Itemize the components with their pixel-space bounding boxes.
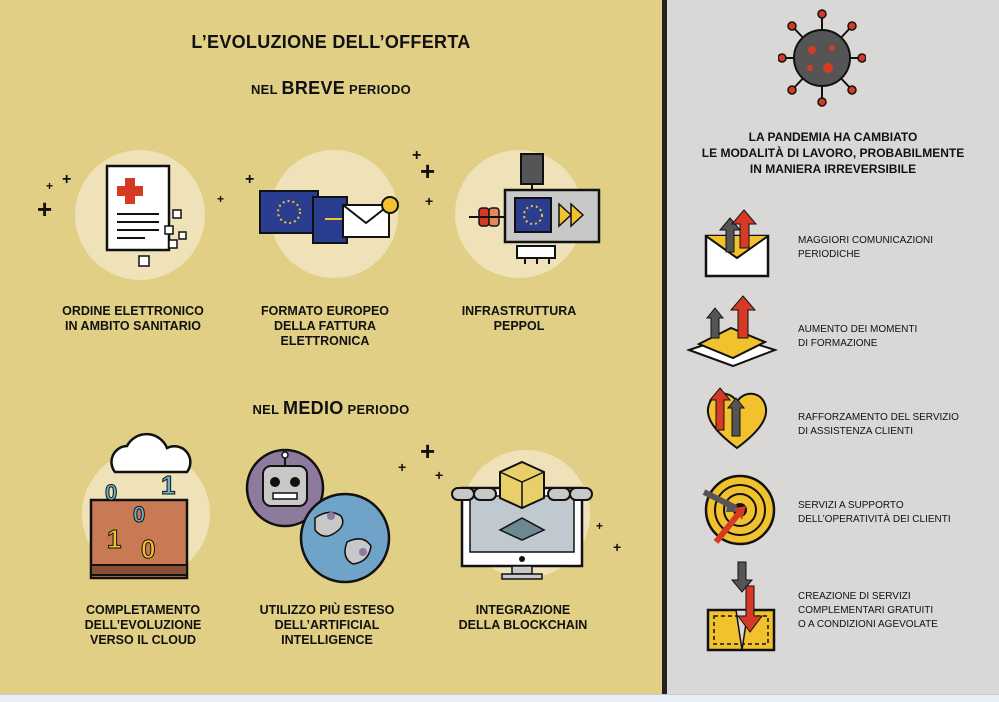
coupon-arrow-icon [706, 561, 776, 652]
book-arrows-icon [685, 295, 779, 368]
ai-robot-globe-icon [245, 448, 391, 584]
item-caption: ORDINE ELETTRONICO IN AMBITO SANITARIO [62, 304, 204, 333]
plus-icon: + [245, 171, 255, 188]
plus-icon: + [46, 179, 54, 193]
left-panel [0, 0, 662, 701]
right-item-label: AUMENTO DEI MOMENTI DI FORMAZIONE [798, 324, 918, 349]
envelope-arrows-icon [704, 209, 770, 278]
right-item-label: SERVIZI A SUPPORTO DELL’OPERATIVITÀ DEI … [798, 500, 951, 525]
svg-text:0: 0 [105, 480, 117, 505]
eu-invoice-icon [259, 190, 399, 244]
plus-icon: + [425, 193, 434, 209]
item-caption: INFRASTRUTTURA PEPPOL [461, 304, 577, 333]
virus-icon [778, 9, 866, 107]
right-item-label: RAFFORZAMENTO DEL SERVIZIO DI ASSISTENZA… [798, 412, 959, 437]
item-caption: FORMATO EUROPEO DELLA FATTURA ELETTRONIC… [260, 304, 389, 348]
plus-icon: + [217, 192, 225, 206]
svg-text:0: 0 [141, 534, 155, 564]
right-panel-title: LA PANDEMIA HA CAMBIATO LE MODALITÀ DI L… [701, 130, 965, 176]
svg-text:1: 1 [107, 524, 121, 554]
section-short-term: NEL BREVE PERIODO [250, 78, 412, 98]
plus-icon: + [613, 539, 622, 555]
plus-icon: + [420, 436, 436, 466]
page-title: L’EVOLUZIONE DELL’OFFERTA [191, 32, 471, 52]
target-arrow-icon [702, 474, 776, 546]
section-medium-term: NEL MEDIO PERIODO [252, 398, 410, 418]
plus-icon: + [398, 459, 407, 475]
plus-icon: + [412, 147, 422, 164]
plus-icon: + [435, 467, 444, 483]
blockchain-monitor-icon [451, 460, 593, 580]
item-caption: UTILIZZO PIÙ ESTESO DELL’ARTIFICIAL INTE… [259, 603, 395, 647]
bottom-strip [0, 694, 999, 702]
plus-icon: + [37, 194, 53, 224]
plus-icon: + [596, 519, 604, 533]
panel-divider [662, 0, 667, 701]
plus-icon: + [62, 171, 72, 188]
item-caption: COMPLETAMENTO DELL’EVOLUZIONE VERSO IL C… [84, 603, 202, 647]
heart-arrows-icon [706, 387, 768, 450]
svg-text:0: 0 [133, 502, 145, 527]
right-item-label: MAGGIORI COMUNICAZIONI PERIODICHE [798, 235, 933, 260]
plus-icon: + [420, 156, 436, 186]
item-caption: INTEGRAZIONE DELLA BLOCKCHAIN [458, 603, 588, 632]
right-item-label: CREAZIONE DI SERVIZI COMPLEMENTARI GRATU… [798, 591, 938, 630]
cloud-binary-icon: 0 0 1 1 0 [89, 432, 192, 580]
peppol-infrastructure-icon [469, 153, 601, 264]
svg-text:1: 1 [161, 470, 175, 500]
medical-document-icon [105, 164, 187, 267]
